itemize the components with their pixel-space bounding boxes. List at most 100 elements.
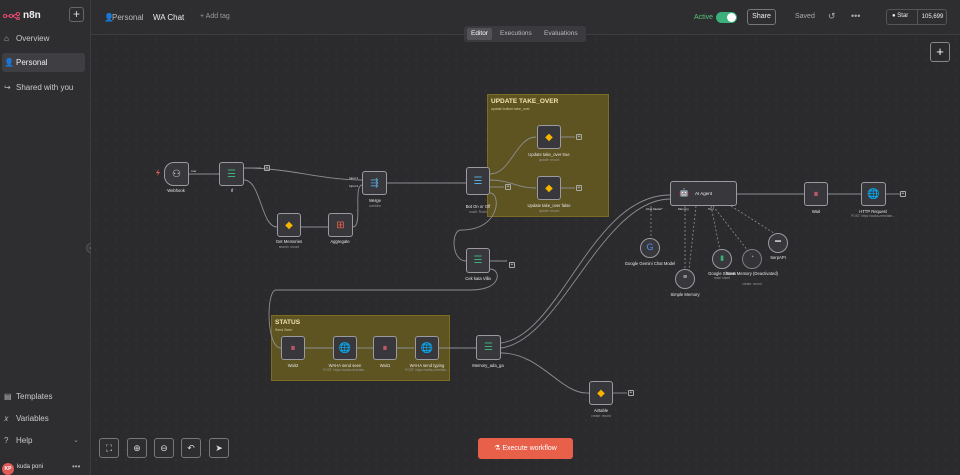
node-label: Simple Memory (670, 292, 700, 297)
globe-icon: 🌐 (867, 188, 880, 200)
node-wait[interactable]: ⏸ (804, 182, 828, 206)
node-sub: update: record (538, 209, 560, 213)
node-update-take-over-false[interactable]: ◆ (537, 176, 561, 200)
node-get-memories[interactable]: ◆ (277, 213, 301, 237)
tab-executions[interactable]: Executions (500, 30, 532, 37)
view-tabs: Editor Executions Evaluations (464, 26, 586, 42)
node-wait1[interactable]: ⏸ (373, 336, 397, 360)
add-node-button[interactable]: + (930, 42, 950, 62)
add-tag-button[interactable]: + Add tag (200, 13, 230, 20)
undo-button[interactable]: ↶ (181, 438, 201, 458)
node-if[interactable]: ☰ (219, 162, 244, 186)
globe-icon: 🌐 (338, 342, 352, 354)
sidebar-item-label: Variables (16, 414, 49, 423)
tab-editor[interactable]: Editor (467, 28, 492, 40)
node-gemini-chat-model[interactable]: G (640, 238, 660, 258)
node-label: Save Memory (Deactivated) (726, 271, 778, 276)
node-label: AI Agent (695, 191, 713, 196)
node-webhook[interactable]: ⚇ (164, 162, 189, 186)
sidebar-item-label: Shared with you (16, 83, 74, 92)
node-simple-memory[interactable]: ≡ (675, 269, 695, 289)
node-ai-agent[interactable]: 🤖 AI Agent (670, 181, 737, 206)
sidebar-item-shared[interactable]: ↪ Shared with you (2, 78, 85, 97)
variables-icon: 𝑥 (4, 414, 9, 423)
add-connection-icon[interactable]: + (628, 390, 634, 396)
node-cek-kata-villa[interactable]: ☰ (466, 248, 490, 273)
node-merge[interactable]: ⇶ (362, 171, 387, 195)
add-connection-icon[interactable]: + (576, 134, 582, 140)
github-icon: ● Star (892, 13, 909, 19)
logo[interactable]: n8n (0, 6, 91, 26)
node-airtable[interactable]: ◆ (589, 381, 613, 405)
sidebar-item-help[interactable]: ? Help ⌄ (2, 431, 85, 450)
user-menu[interactable]: KP kuda poni ••• (0, 462, 91, 475)
add-connection-icon[interactable]: + (509, 262, 515, 268)
add-connection-icon[interactable]: + (505, 184, 511, 190)
node-wait2[interactable]: ⏸ (281, 336, 305, 360)
serpapi-icon: ▬ (775, 238, 781, 244)
share-button[interactable]: Share (747, 9, 776, 25)
create-button[interactable]: + (69, 7, 84, 22)
active-label: Active (694, 14, 714, 21)
history-icon[interactable]: ↺ (828, 11, 836, 21)
add-connection-icon[interactable]: + (900, 191, 906, 197)
help-icon: ? (4, 436, 9, 445)
workflow-name[interactable]: WA Chat (153, 13, 185, 22)
node-update-take-over-true[interactable]: ◆ (537, 125, 561, 149)
tab-evaluations[interactable]: Evaluations (544, 30, 578, 37)
port-label: Chat Model* (646, 207, 663, 211)
node-sub: read: sheet (714, 276, 730, 280)
breadcrumb-owner[interactable]: Personal (112, 13, 144, 22)
sidebar-item-overview[interactable]: ⌂ Overview (2, 29, 85, 48)
sheets-icon: ▮ (720, 255, 724, 262)
select-tool-button[interactable]: ➤ (209, 438, 229, 458)
webhook-icon: ⚇ (172, 168, 181, 180)
node-waha-send-seen[interactable]: 🌐 (333, 336, 357, 360)
add-connection-icon[interactable]: + (264, 165, 270, 171)
user-icon: 👤 (104, 13, 114, 22)
sidebar-item-variables[interactable]: 𝑥 Variables (2, 409, 85, 428)
node-aggregate[interactable]: ⊞ (328, 213, 353, 237)
add-connection-icon[interactable]: + (576, 185, 582, 191)
airtable-icon: ◆ (545, 131, 553, 143)
sidebar-item-templates[interactable]: ▤ Templates (2, 387, 85, 406)
sticky-subtitle: Send Seen (275, 328, 293, 332)
node-memory-ada-ga[interactable]: ☰ (476, 335, 501, 360)
node-sub: create: record (591, 414, 611, 418)
port-label: Memory (678, 207, 689, 211)
execute-workflow-button[interactable]: ⚗ Execute workflow (478, 438, 573, 459)
github-star-label: Star (897, 13, 909, 19)
node-serpapi[interactable]: ▬ (768, 233, 788, 253)
node-save-memory[interactable]: ◔ (742, 249, 762, 269)
merge-icon: ⇶ (370, 177, 379, 189)
fit-view-button[interactable]: ⛶ (99, 438, 119, 458)
node-label: HTTP Request (859, 209, 887, 214)
active-toggle[interactable] (716, 12, 737, 23)
node-label: Webhook (167, 188, 185, 193)
node-sub: POST: https://waha.zennitatn... (851, 214, 895, 218)
more-icon[interactable]: ••• (72, 462, 81, 471)
sidebar-item-label: Personal (16, 58, 48, 67)
if-icon: ☰ (227, 168, 236, 180)
node-label: Bot On or Off (465, 204, 491, 209)
port-label: Tool (708, 207, 714, 211)
share-icon: ↪ (4, 83, 11, 92)
avatar: KP (2, 463, 14, 475)
user-name: kuda poni (17, 464, 44, 470)
node-google-sheets[interactable]: ▮ (712, 249, 732, 269)
node-waha-send-typing[interactable]: 🌐 (415, 336, 439, 360)
zoom-out-button[interactable]: ⊖ (154, 438, 174, 458)
templates-icon: ▤ (4, 392, 12, 401)
github-star-button[interactable]: ● Star 105,699 (886, 9, 947, 25)
port-label: true (191, 169, 197, 173)
database-icon: ≡ (682, 274, 688, 281)
logo-text: n8n (23, 10, 41, 21)
node-label: Wait (811, 209, 821, 214)
node-http-request[interactable]: 🌐 (861, 182, 886, 206)
workflow-canvas[interactable]: Editor Executions Evaluations + UPDATE T… (91, 26, 960, 475)
execute-label: Execute workflow (502, 445, 557, 452)
more-options-icon[interactable]: ••• (851, 11, 861, 21)
sidebar-item-personal[interactable]: 👤 Personal (2, 53, 85, 72)
node-bot-on-or-off[interactable]: ☰ (466, 167, 490, 195)
zoom-in-button[interactable]: ⊕ (127, 438, 147, 458)
